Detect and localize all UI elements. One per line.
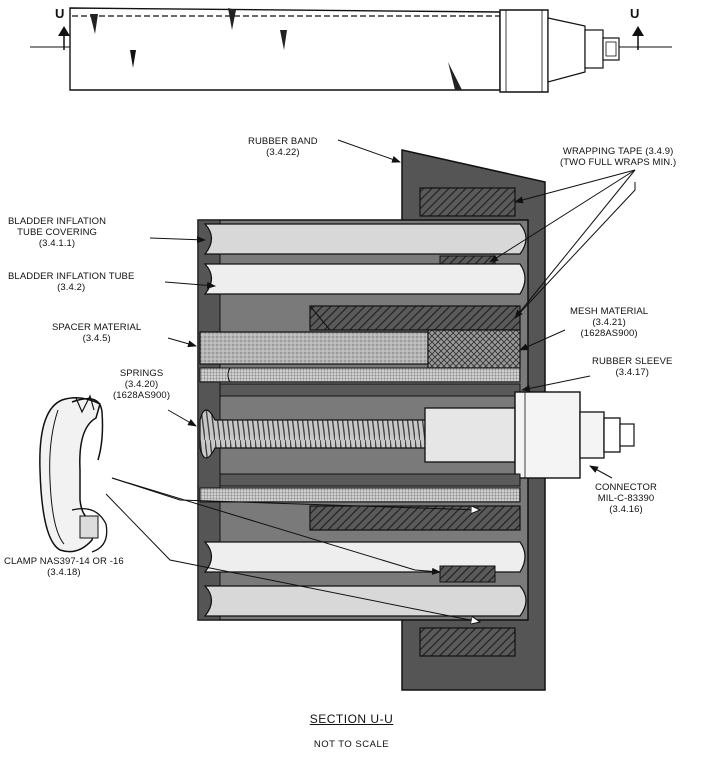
label-wrapping-tape: WRAPPING TAPE (3.4.9)(TWO FULL WRAPS MIN… <box>560 146 677 168</box>
label-rubber-sleeve: RUBBER SLEEVE(3.4.17) <box>592 356 673 378</box>
label-mesh: MESH MATERIAL(3.4.21)(1628AS900) <box>570 306 649 339</box>
clamp-illustration <box>39 394 108 553</box>
section-subtitle: NOT TO SCALE <box>313 739 390 750</box>
assembly-elevation <box>30 7 672 93</box>
cut-label-left: U <box>55 6 65 21</box>
bladder-tube-lower <box>203 541 526 583</box>
leader-lines <box>105 139 636 622</box>
mesh-material-lower <box>309 505 521 531</box>
outer-tube-outline <box>69 7 501 91</box>
spacer-material <box>199 331 429 365</box>
label-spacer: SPACER MATERIAL(3.4.5) <box>52 322 142 344</box>
label-springs: SPRINGS(3.4.20)(1628AS900) <box>113 368 171 401</box>
wrapping-tape-inner-upper <box>309 305 521 331</box>
cut-label-right: U <box>630 6 640 21</box>
rubber-sleeve-upper <box>219 383 521 397</box>
rubber-sleeve-lower <box>219 473 521 487</box>
connector <box>424 391 635 479</box>
wrapping-tape-upper <box>419 187 516 217</box>
bladder-tube-upper <box>203 263 526 295</box>
springs-upper <box>199 367 521 383</box>
mesh-material-upper <box>427 329 521 369</box>
wrapping-tape-lower <box>419 627 516 657</box>
section-title: SECTION U-U <box>309 712 394 726</box>
label-bladder-tube: BLADDER INFLATION TUBE(3.4.2) <box>8 271 135 293</box>
bladder-covering-lower <box>203 585 527 617</box>
label-rubber-band: RUBBER BAND(3.4.22) <box>248 136 318 158</box>
label-clamp: CLAMP NAS397-14 OR -16(3.4.18) <box>4 556 124 578</box>
springs-lower <box>199 487 521 503</box>
